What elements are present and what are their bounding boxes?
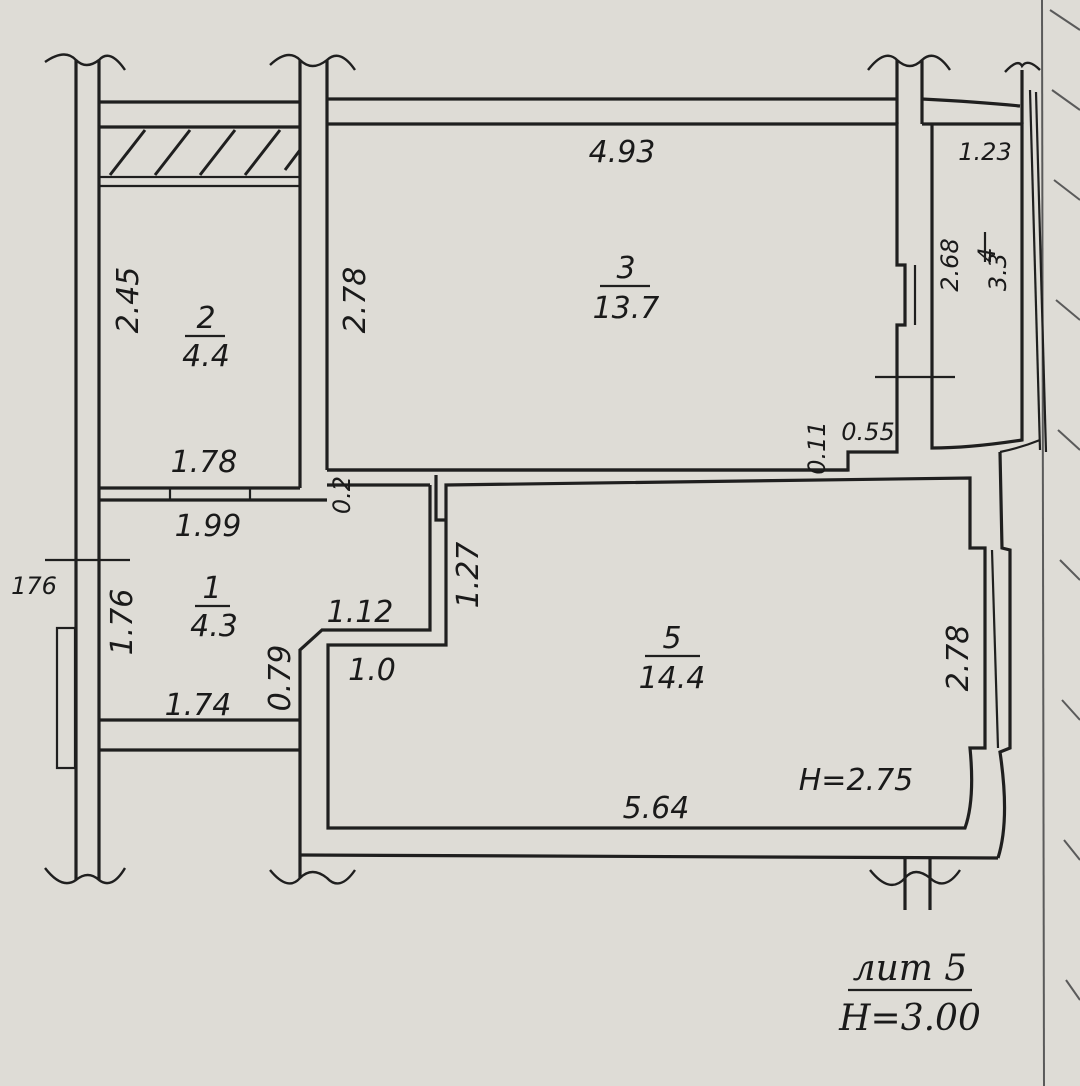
room-labels: 2 4.4 3 13.7 4 3.3 1 4.3 5 14.4 bbox=[182, 232, 1012, 696]
dim-room1-height: 1.76 bbox=[105, 589, 140, 656]
room-4-number: 4 bbox=[973, 247, 1001, 262]
partition-3-4 bbox=[867, 54, 951, 124]
room-4-label: 4 3.3 bbox=[973, 232, 1012, 291]
dim-room2-height: 2.45 bbox=[111, 267, 146, 334]
dim-room4-width: 1.23 bbox=[958, 138, 1011, 166]
room-5-outline bbox=[269, 451, 1012, 910]
room-1-number: 1 bbox=[202, 571, 221, 606]
dim-outer-offset: 176 bbox=[11, 572, 57, 600]
dim-step-width: 1.12 bbox=[327, 595, 394, 630]
dim-room1-width: 1.74 bbox=[165, 688, 232, 723]
room-4-area: 3.3 bbox=[984, 253, 1012, 291]
dim-room5-step-height: 1.27 bbox=[451, 542, 486, 609]
dim-room5-height: 2.78 bbox=[941, 625, 976, 692]
room-3-area: 13.7 bbox=[593, 291, 660, 326]
dim-room5-width: 5.64 bbox=[623, 791, 690, 826]
room-3-number: 3 bbox=[616, 251, 635, 286]
room-1-outline bbox=[45, 483, 432, 878]
dim-niche-width: 0.55 bbox=[841, 418, 894, 446]
dim-room3-width: 4.93 bbox=[589, 135, 656, 170]
room-1-area: 4.3 bbox=[190, 609, 238, 644]
legend-sheet: лит 5 bbox=[853, 948, 968, 989]
room-2-area: 4.4 bbox=[182, 339, 230, 374]
room-3-label: 3 13.7 bbox=[593, 251, 660, 326]
room-5-number: 5 bbox=[662, 621, 681, 656]
sheet-legend: лит 5 H=3.00 bbox=[838, 948, 981, 1039]
page-edge bbox=[1041, 0, 1080, 1086]
dim-corridor-width: 1.99 bbox=[175, 509, 242, 544]
dim-niche-depth: 0.11 bbox=[803, 421, 831, 474]
room-1-label: 1 4.3 bbox=[190, 571, 238, 644]
dim-room2-width: 1.78 bbox=[171, 445, 238, 480]
room-5-area: 14.4 bbox=[639, 661, 706, 696]
dimension-labels: 4.93 1.23 2.45 2.78 2.68 1.78 0.55 0.11 … bbox=[11, 135, 1012, 826]
room-3-outline bbox=[327, 122, 955, 472]
dim-room3-height: 2.78 bbox=[338, 267, 373, 334]
room-2-outline bbox=[99, 486, 300, 500]
ceiling-height: H=2.75 bbox=[799, 763, 914, 798]
dim-step-depth: 1.0 bbox=[348, 653, 396, 688]
dim-room4-height: 2.68 bbox=[936, 238, 964, 291]
room-2-number: 2 bbox=[196, 301, 215, 336]
dim-passage-gap: 0.2 bbox=[328, 476, 356, 514]
hatched-shaft bbox=[97, 125, 302, 188]
dim-room1-step: 0.79 bbox=[263, 645, 298, 712]
room-4-outline bbox=[922, 61, 1048, 454]
room-2-label: 2 4.4 bbox=[182, 301, 230, 374]
room-5-label: 5 14.4 bbox=[639, 621, 706, 696]
legend-height: H=3.00 bbox=[838, 998, 981, 1039]
